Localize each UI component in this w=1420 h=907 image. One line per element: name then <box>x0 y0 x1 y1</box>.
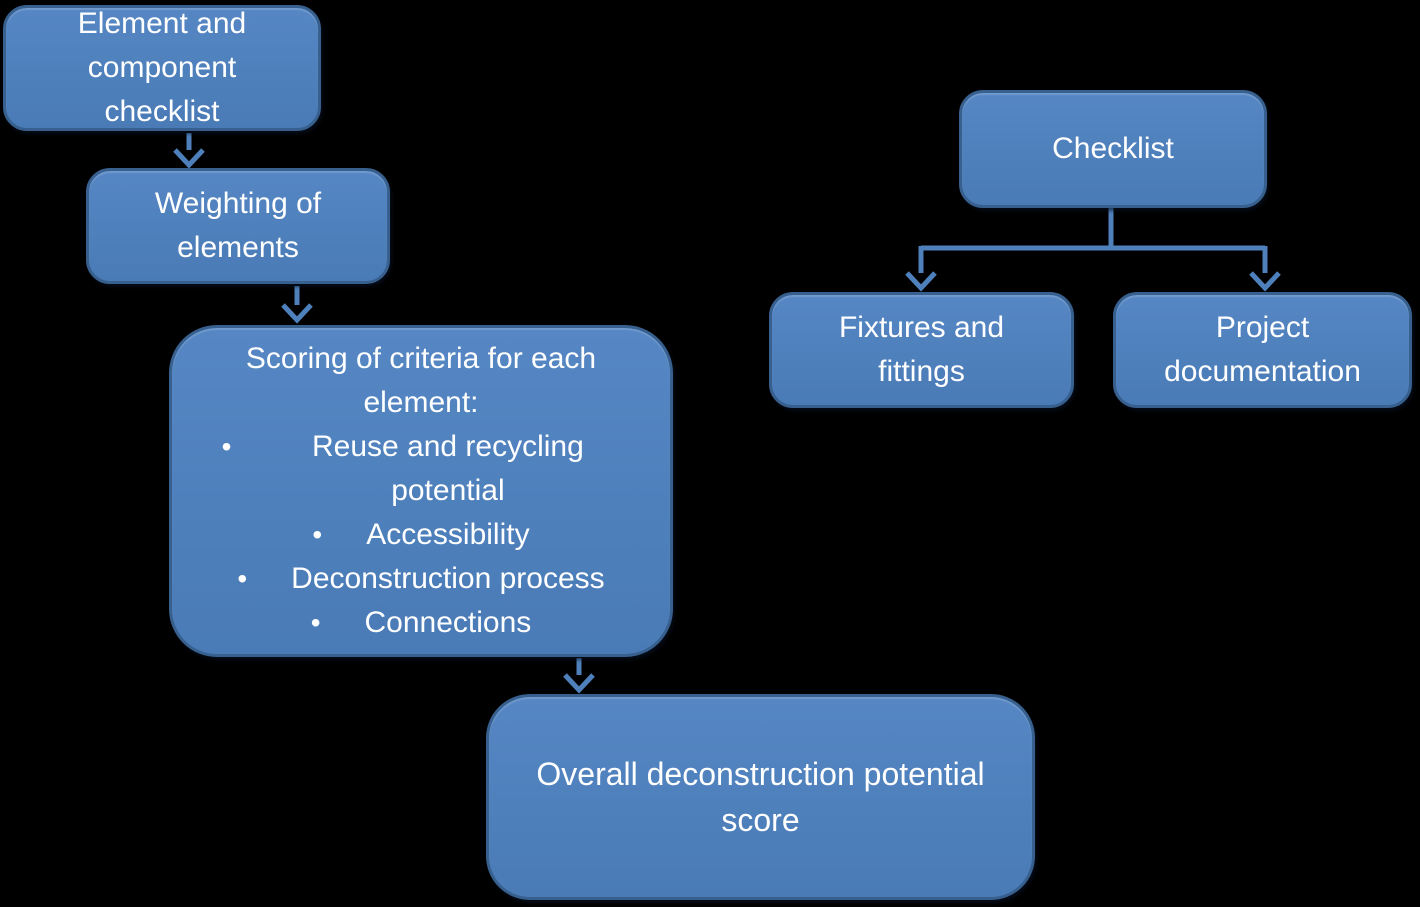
scoring-bullet-item: • Accessibility <box>172 513 670 557</box>
arrow-down-icon <box>1249 271 1281 292</box>
scoring-bullet-label: Accessibility <box>366 518 530 551</box>
arrow-down-icon <box>281 286 313 324</box>
bullet-icon: • <box>237 563 248 594</box>
bullet-icon: • <box>221 431 232 462</box>
node-element-component-checklist: Element and component checklist <box>3 5 321 131</box>
scoring-bullet-label: Reuse and recycling potential <box>311 430 584 507</box>
node-label: Project documentation <box>1164 311 1361 388</box>
node-checklist: Checklist <box>959 90 1267 208</box>
node-fixtures-and-fittings: Fixtures and fittings <box>769 292 1074 408</box>
scoring-bullet-item: • Deconstruction process <box>172 557 670 601</box>
tree-connector <box>918 208 1268 273</box>
node-scoring-of-criteria: Scoring of criteria for each element: • R… <box>169 325 673 657</box>
scoring-bullet-label: Deconstruction process <box>291 562 605 595</box>
node-project-documentation: Project documentation <box>1113 292 1412 408</box>
node-label: Checklist <box>1052 132 1174 165</box>
node-label: Overall deconstruction potential score <box>536 756 985 838</box>
node-overall-deconstruction-score: Overall deconstruction potential score <box>486 694 1035 900</box>
scoring-bullet-item: • Reuse and recycling potential <box>172 425 670 513</box>
arrow-down-icon <box>905 271 937 292</box>
scoring-bullet-label: Connections <box>364 606 532 639</box>
arrow-down-icon <box>173 133 205 169</box>
scoring-title: Scoring of criteria for each element: <box>245 342 597 419</box>
scoring-bullet-list: • Reuse and recycling potential • Accessibi… <box>172 425 670 645</box>
bullet-icon: • <box>310 607 321 638</box>
scoring-bullet-item: • Connections <box>172 601 670 645</box>
node-label: Fixtures and fittings <box>838 311 1005 388</box>
node-label: Weighting of elements <box>154 187 322 264</box>
bullet-icon: • <box>312 519 323 550</box>
node-weighting-of-elements: Weighting of elements <box>86 168 390 284</box>
arrow-down-icon <box>563 658 595 694</box>
node-label: Element and component checklist <box>77 7 247 128</box>
